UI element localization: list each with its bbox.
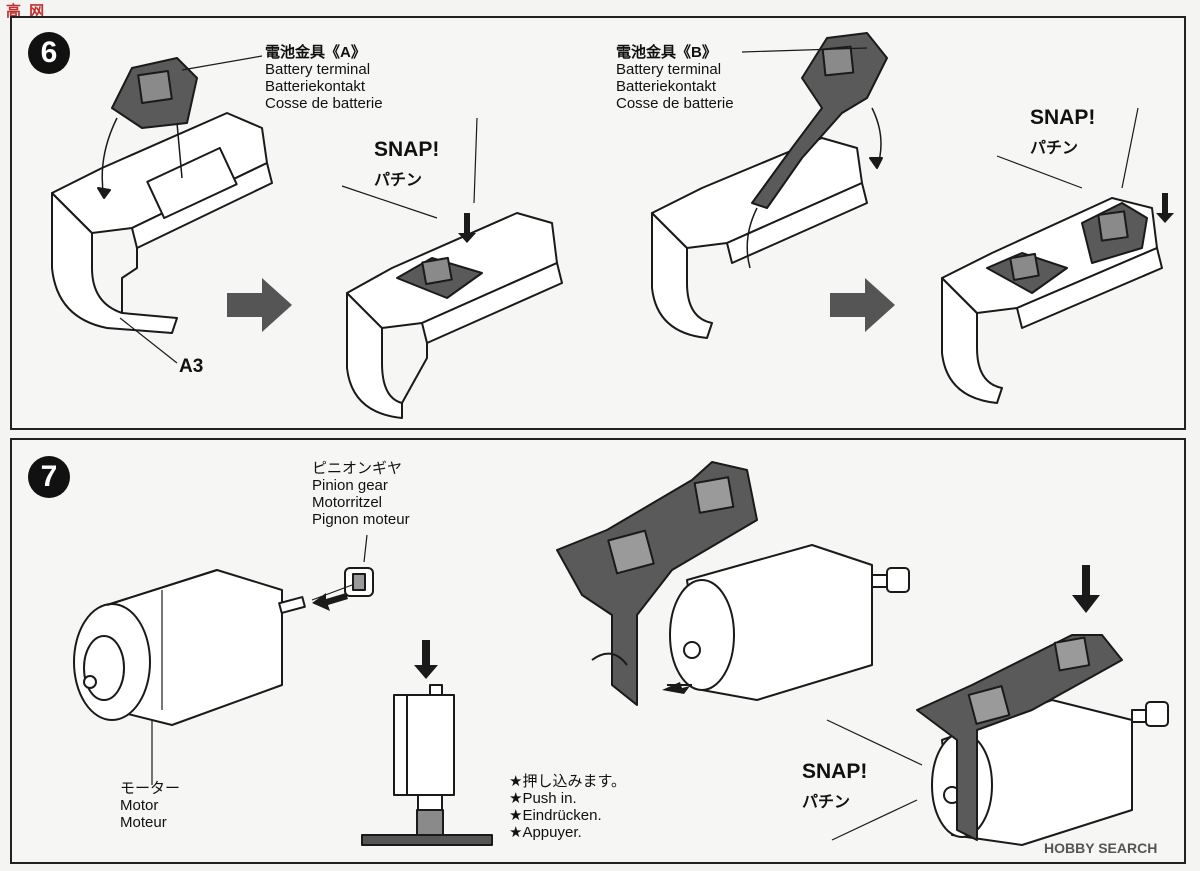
battery-terminal-a-callout: 電池金具《A》 Battery terminal Batteriekontakt… (265, 44, 383, 112)
callout-b-en: Battery terminal (616, 61, 722, 78)
callout-b-fr: Cosse de batterie (616, 95, 734, 112)
pinion-en: Pinion gear (312, 477, 388, 494)
pinion-jp: ピニオンギヤ (312, 460, 403, 477)
step-7-number: 7 (28, 456, 70, 498)
pinion-de: Motorritzel (312, 494, 383, 511)
push-fr: ★Appuyer. (509, 824, 582, 841)
hobby-search-watermark: HOBBY SEARCH (1044, 840, 1157, 856)
snap-3-jp: パチン (802, 794, 851, 811)
callout-a-jp: 電池金具《A》 (265, 44, 366, 61)
motor-en: Motor (120, 797, 159, 814)
callout-a-en: Battery terminal (265, 61, 371, 78)
snap-1-jp: パチン (374, 172, 423, 189)
step-6-panel: 6 (10, 16, 1186, 430)
snap-2-jp: パチン (1030, 140, 1079, 157)
snap-label-3: SNAP! パチン (802, 760, 867, 812)
step-6-illustration (51, 32, 1174, 419)
motor-fr: Moteur (120, 814, 167, 831)
pinion-fr: Pignon moteur (312, 511, 410, 528)
watermark-logo: 高 网 (6, 3, 47, 20)
motor-jp: モーター (120, 780, 181, 797)
callout-b-jp: 電池金具《B》 (616, 44, 717, 61)
hobby-brand: HOBBY (1044, 840, 1095, 856)
push-in-note: ★押し込みます。 ★Push in. ★Eindrücken. ★Appuyer… (509, 773, 626, 841)
search-text: SEARCH (1098, 840, 1158, 856)
push-de: ★Eindrücken. (509, 807, 602, 824)
pinion-gear-callout: ピニオンギヤ Pinion gear Motorritzel Pignon mo… (312, 460, 410, 528)
callout-a-fr: Cosse de batterie (265, 95, 383, 112)
callout-b-de: Batteriekontakt (616, 78, 717, 95)
snap-3-en: SNAP! (802, 760, 868, 783)
part-a3-label: A3 (179, 356, 204, 377)
push-en: ★Push in. (509, 790, 577, 807)
step-6-number: 6 (28, 32, 70, 74)
snap-1-en: SNAP! (374, 138, 440, 161)
step-7-panel: 7 (10, 438, 1186, 864)
step-7-illustration (73, 461, 1169, 846)
snap-2-en: SNAP! (1030, 106, 1096, 129)
snap-label-2: SNAP! パチン (1030, 106, 1095, 158)
callout-a-de: Batteriekontakt (265, 78, 366, 95)
snap-label-1: SNAP! パチン (374, 138, 439, 190)
battery-terminal-b-callout: 電池金具《B》 Battery terminal Batteriekontakt… (616, 44, 734, 112)
motor-callout: モーター Motor Moteur (120, 780, 180, 831)
push-jp: ★押し込みます。 (509, 773, 626, 790)
